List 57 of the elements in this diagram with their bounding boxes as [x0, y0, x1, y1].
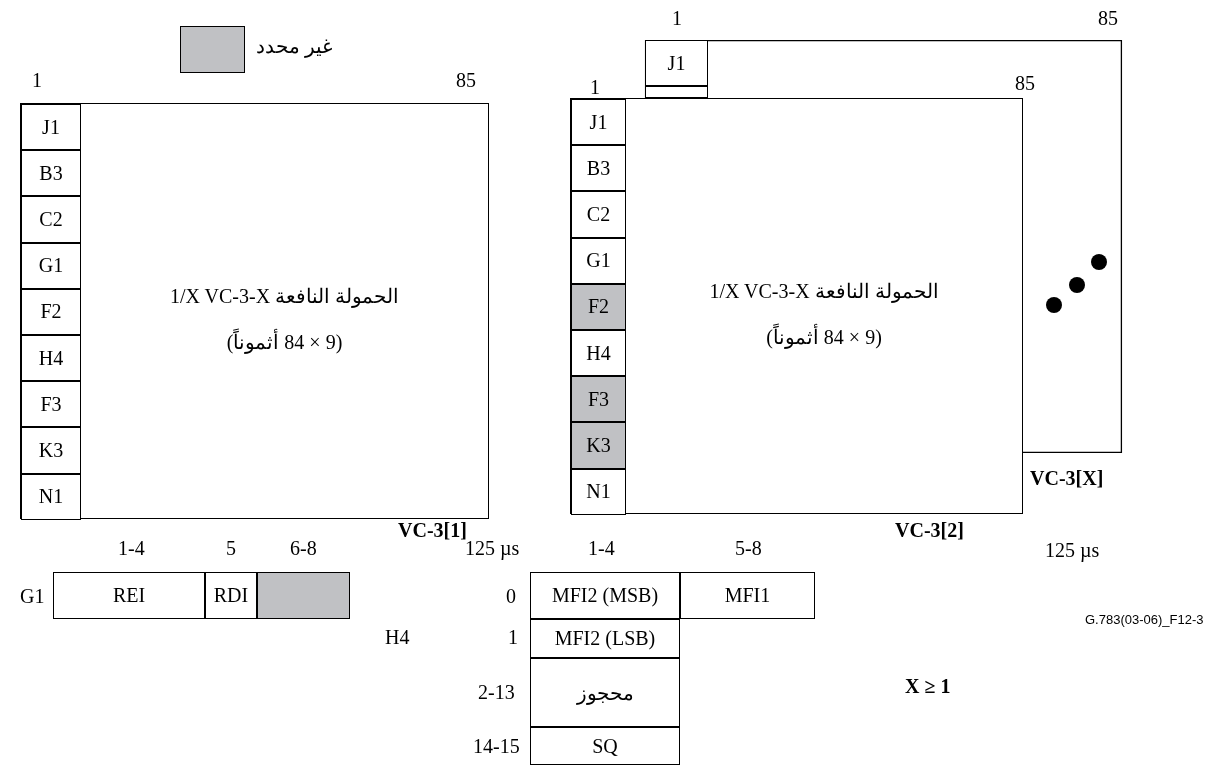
- byte-label: H4: [385, 627, 410, 647]
- overhead-byte-cell: G1: [571, 237, 626, 284]
- overhead-byte-cell: J1: [21, 104, 81, 151]
- bit-number: 1-4: [588, 538, 615, 558]
- overhead-byte-cell: F3: [571, 376, 626, 423]
- frame-number: 2-13: [478, 682, 515, 702]
- overhead-byte-cell: J1: [645, 40, 708, 86]
- figure-id: G.783(03-06)_F12-3: [1085, 613, 1204, 626]
- overhead-byte-cell: H4: [21, 335, 81, 382]
- field-cell: REI: [53, 572, 205, 619]
- column-number: 85: [456, 70, 476, 90]
- column-number: 85: [1015, 73, 1035, 93]
- frame-number: 14-15: [473, 736, 520, 756]
- empty-cell: [645, 86, 708, 98]
- frame-name: VC-3[X]: [1030, 468, 1104, 488]
- field-cell: محجوز: [530, 658, 680, 727]
- field-cell: MFI1: [680, 572, 815, 619]
- time-label: 125 µs: [1045, 540, 1100, 560]
- bit-number: 6-8: [290, 538, 317, 558]
- field-cell: SQ: [530, 727, 680, 765]
- frame-name: VC-3[2]: [895, 520, 964, 540]
- byte-label: G1: [20, 586, 45, 606]
- overhead-byte-cell: F2: [21, 288, 81, 335]
- overhead-byte-cell: C2: [571, 191, 626, 238]
- column-number: 1: [32, 70, 42, 90]
- overhead-byte-cell: K3: [21, 427, 81, 474]
- overhead-byte-cell: C2: [21, 196, 81, 243]
- condition-note: X ≥ 1: [905, 676, 951, 696]
- overhead-byte-cell: F2: [571, 283, 626, 330]
- overhead-byte-cell: B3: [21, 150, 81, 197]
- field-cell: RDI: [205, 572, 257, 619]
- frame-number: 0: [506, 586, 516, 606]
- field-cell: MFI2 (LSB): [530, 619, 680, 658]
- overhead-byte-cell: J1: [571, 99, 626, 146]
- time-label: 125 µs: [465, 538, 520, 558]
- overhead-byte-cell: N1: [21, 473, 81, 520]
- frame-number: 1: [508, 627, 518, 647]
- column-number: 85: [1098, 8, 1118, 28]
- overhead-byte-cell: B3: [571, 145, 626, 192]
- overhead-byte-cell: F3: [21, 381, 81, 428]
- overhead-byte-cell: K3: [571, 422, 626, 469]
- frame-name: VC-3[1]: [398, 520, 467, 540]
- frame-box: [570, 98, 1023, 514]
- overhead-byte-cell: G1: [21, 242, 81, 289]
- overhead-byte-cell: N1: [571, 468, 626, 515]
- payload-label: 1/X VC-3-X الحمولة النافعة: [709, 280, 939, 302]
- shaded-cell: [257, 572, 350, 619]
- field-cell: MFI2 (MSB): [530, 572, 680, 619]
- frame-box: [20, 103, 489, 519]
- bit-number: 1-4: [118, 538, 145, 558]
- overhead-byte-cell: H4: [571, 330, 626, 377]
- column-number: 1: [590, 77, 600, 97]
- legend-label: غير محدد: [256, 36, 332, 56]
- bit-number: 5: [226, 538, 236, 558]
- column-number: 1: [672, 8, 682, 28]
- bit-number: 5-8: [735, 538, 762, 558]
- payload-label: 1/X VC-3-X الحمولة النافعة: [169, 285, 400, 307]
